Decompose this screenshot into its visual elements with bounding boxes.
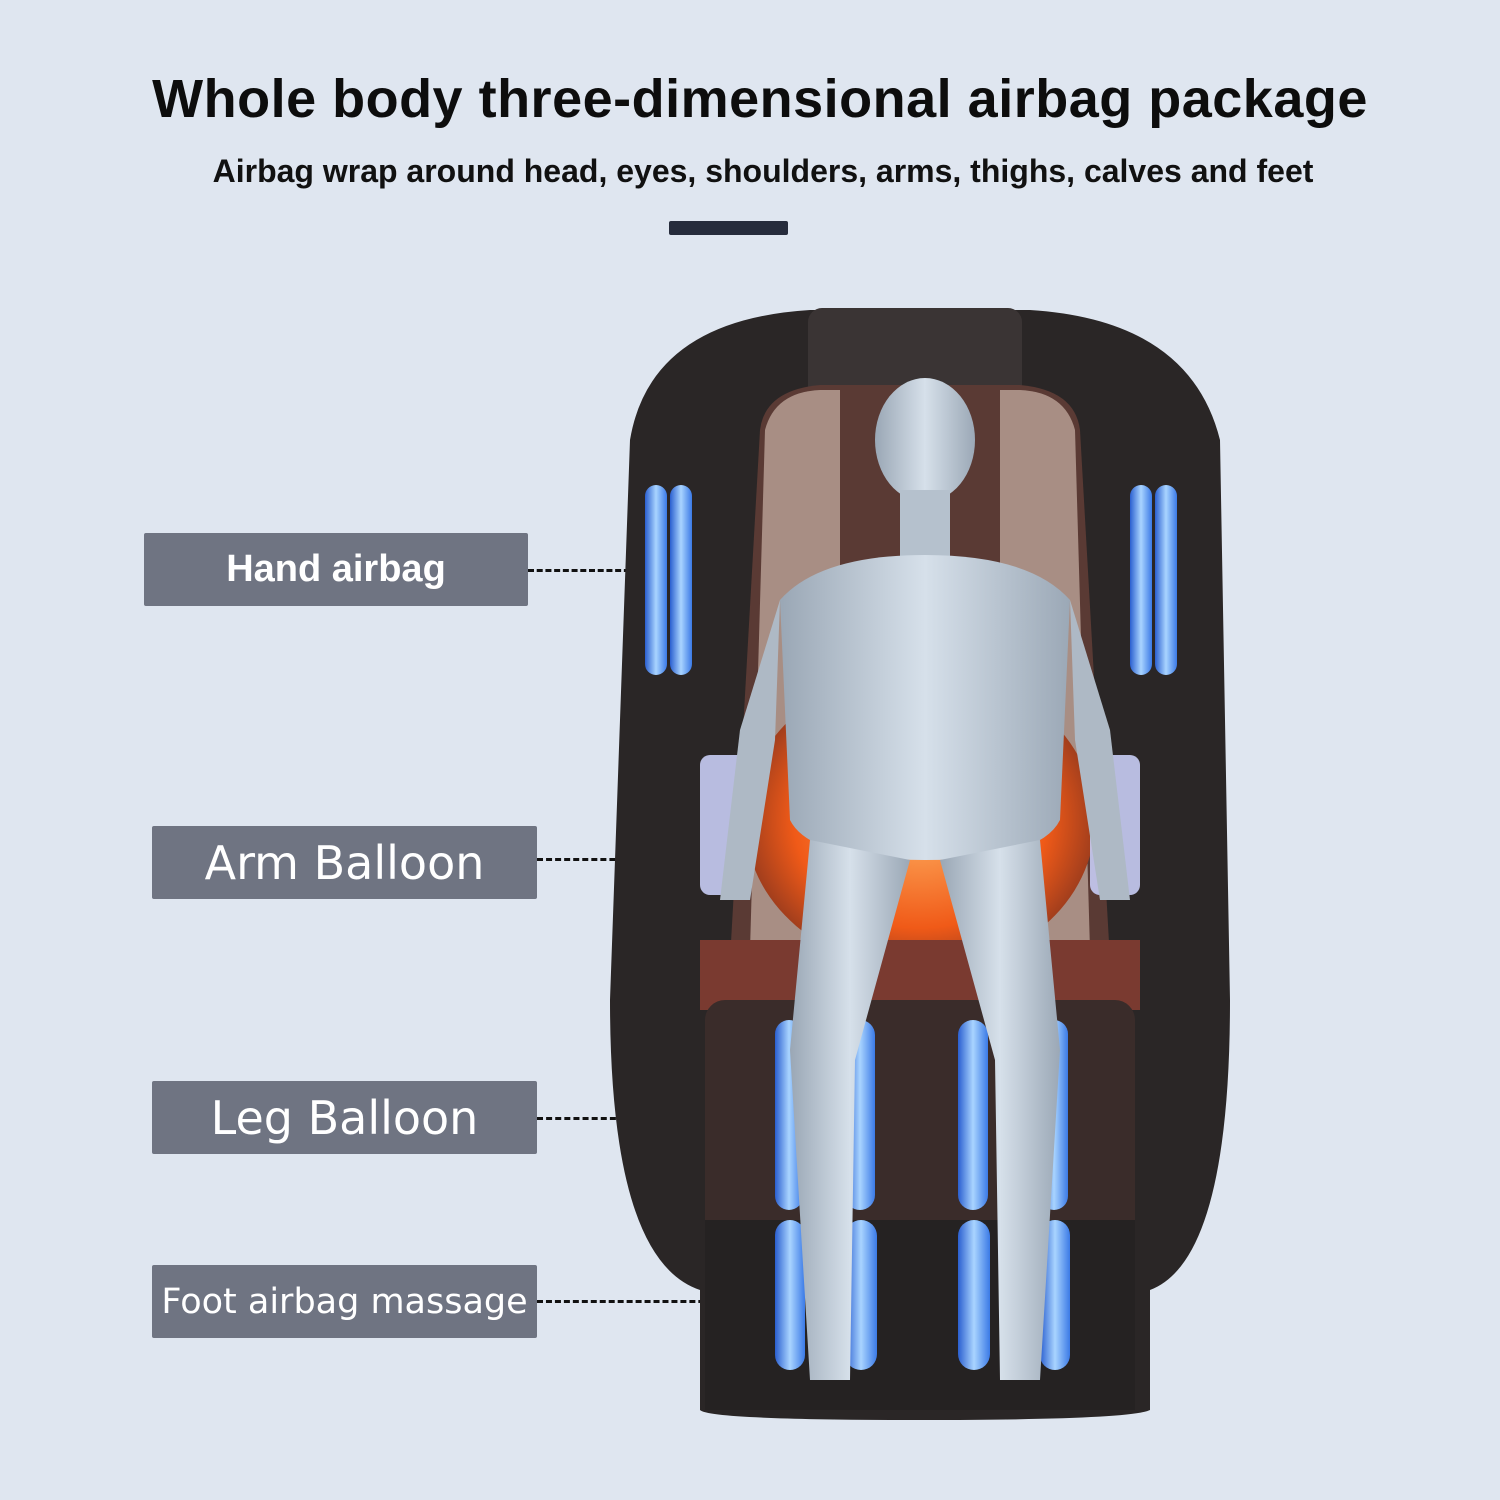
page-subtitle: Airbag wrap around head, eyes, shoulders…	[212, 153, 1314, 189]
hand-airbag-right	[1130, 485, 1152, 675]
label-arm-balloon: Arm Balloon	[152, 826, 537, 899]
page-title: Whole body three-dimensional airbag pack…	[152, 69, 1368, 129]
massage-chair-illustration	[610, 308, 1230, 1420]
label-text: Arm Balloon	[204, 835, 485, 890]
label-text: Hand airbag	[226, 548, 446, 590]
label-hand-airbag: Hand airbag	[144, 533, 528, 606]
leader-line-foot	[537, 1300, 785, 1303]
label-text: Leg Balloon	[210, 1090, 479, 1145]
label-foot-airbag: Foot airbag massage	[152, 1265, 537, 1338]
hand-airbag-left	[645, 485, 667, 675]
label-leg-balloon: Leg Balloon	[152, 1081, 537, 1154]
label-text: Foot airbag massage	[161, 1281, 528, 1322]
title-divider	[669, 221, 788, 235]
leader-line-hand	[528, 569, 656, 572]
